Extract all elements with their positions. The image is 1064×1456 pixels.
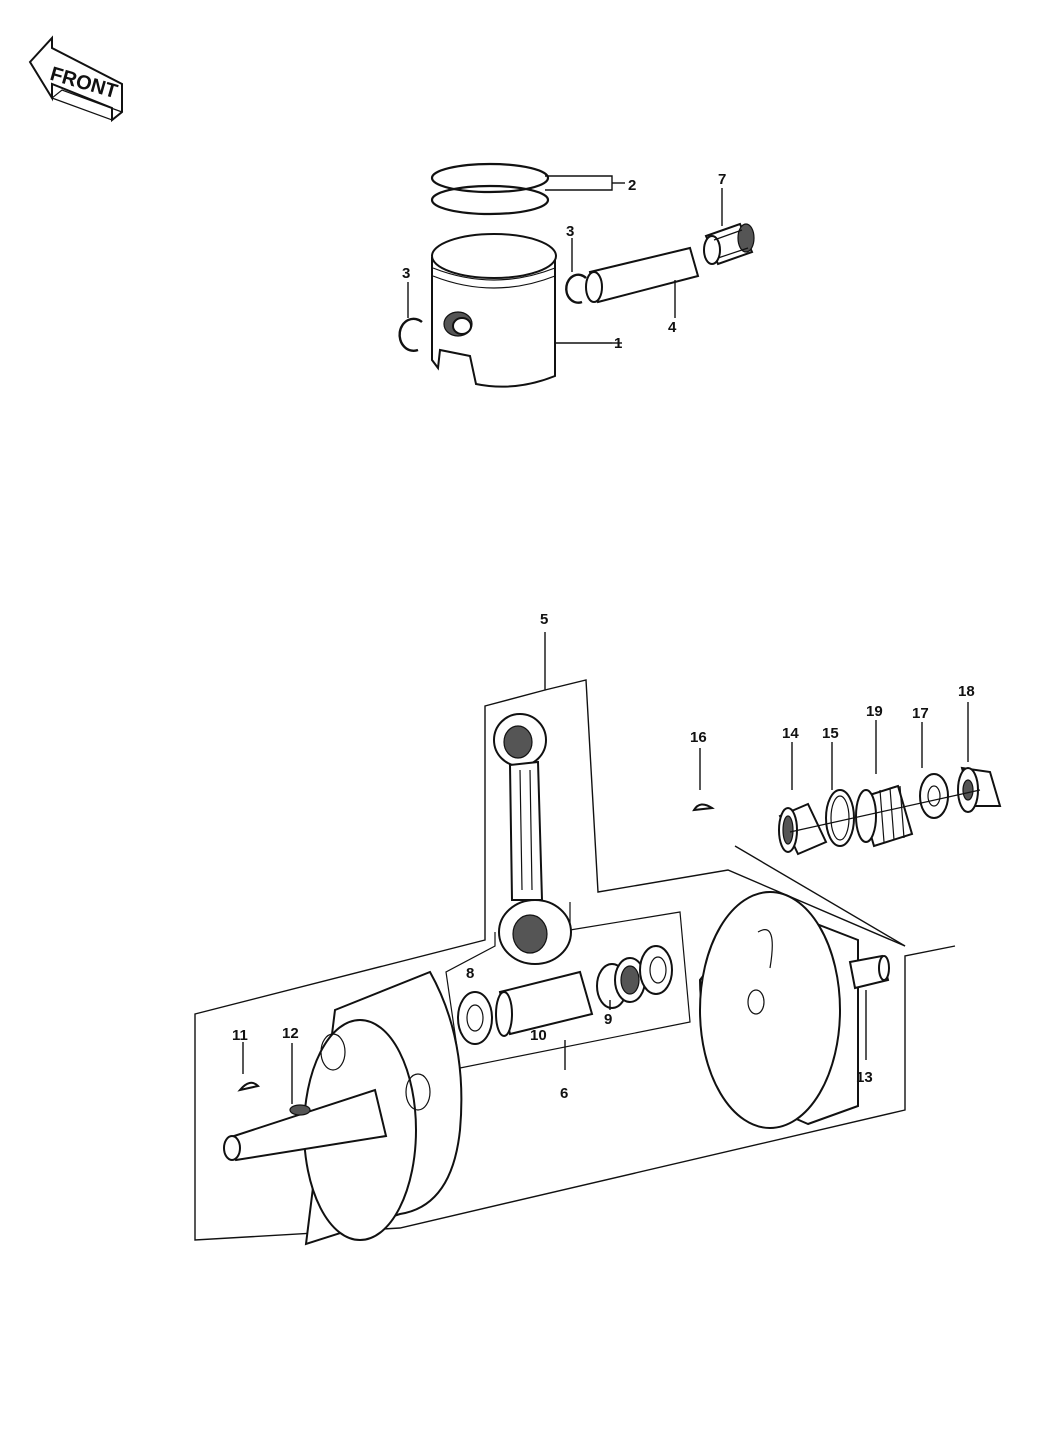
circlip-left (398, 317, 423, 352)
callout-13: 13 (856, 1069, 873, 1086)
right-flywheel (698, 891, 890, 1129)
woodruff-key-16 (692, 803, 715, 812)
connecting-rod (493, 713, 572, 965)
gear-19 (855, 720, 914, 848)
piston-rings (430, 162, 625, 216)
nut-18 (957, 702, 1002, 813)
front-arrow-badge: FRONT (28, 35, 124, 123)
piston-pin (585, 246, 700, 318)
crank-pin (495, 970, 594, 1037)
callout-8: 8 (466, 965, 474, 982)
callout-3-left: 3 (402, 265, 410, 282)
circlip-right (565, 273, 587, 304)
o-ring-15 (825, 742, 855, 847)
big-end-bearing (596, 957, 646, 1010)
callout-15: 15 (822, 725, 839, 742)
small-end-bearing (703, 188, 755, 266)
washer-6b (639, 945, 673, 995)
callout-4: 4 (668, 319, 677, 336)
washer-17 (919, 722, 949, 819)
callout-19: 19 (866, 703, 883, 720)
piston (431, 233, 622, 388)
callout-18: 18 (958, 683, 975, 700)
callout-3-right: 3 (566, 223, 574, 240)
callout-10: 10 (530, 1027, 547, 1044)
callout-14: 14 (782, 725, 799, 742)
callout-16: 16 (690, 729, 707, 746)
callout-2: 2 (628, 177, 636, 194)
left-flywheel (223, 970, 463, 1246)
bushing-14 (778, 742, 828, 856)
washer-8 (457, 991, 493, 1045)
callout-1: 1 (614, 335, 622, 352)
piston-assembly (398, 162, 755, 388)
callout-11: 11 (232, 1027, 248, 1044)
callout-12: 12 (282, 1025, 299, 1042)
callout-5: 5 (540, 611, 548, 628)
callout-6: 6 (560, 1085, 568, 1102)
callout-17: 17 (912, 705, 929, 722)
callout-7: 7 (718, 171, 726, 188)
callout-9: 9 (604, 1011, 612, 1028)
